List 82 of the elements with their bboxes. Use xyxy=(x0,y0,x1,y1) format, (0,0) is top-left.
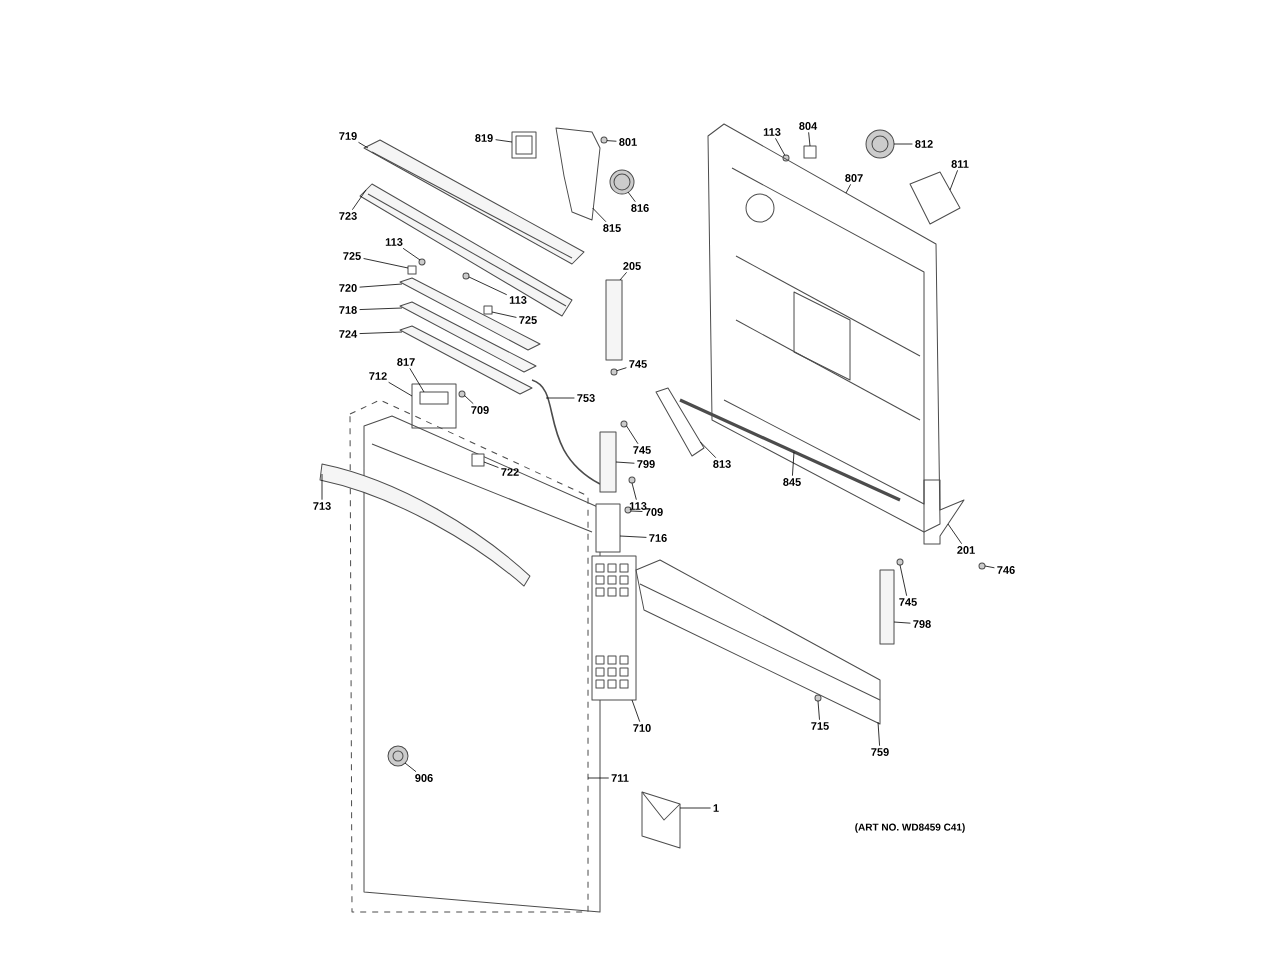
clip xyxy=(624,506,632,514)
cable xyxy=(531,379,601,485)
circuit-strip xyxy=(399,277,541,351)
leader-line xyxy=(631,482,637,501)
screw xyxy=(628,476,636,484)
circuit-strip xyxy=(399,325,533,395)
leader-line xyxy=(359,331,403,334)
display-window xyxy=(419,391,449,405)
leader-line xyxy=(679,807,711,809)
screw xyxy=(896,558,904,566)
leader-line xyxy=(587,777,610,779)
leader-line xyxy=(630,510,643,512)
leader-line xyxy=(947,523,963,545)
leader-line xyxy=(616,367,627,372)
leader-line xyxy=(404,762,417,773)
screw xyxy=(462,272,470,280)
hinge xyxy=(879,569,895,645)
leader-line xyxy=(359,283,403,288)
leader-line xyxy=(626,425,639,445)
leader-line xyxy=(792,451,795,477)
leader-line xyxy=(545,397,575,399)
leader-line xyxy=(619,535,647,538)
leader-line xyxy=(631,699,641,723)
leader-line xyxy=(359,307,403,310)
leader-line xyxy=(321,473,323,501)
leader-line xyxy=(464,395,474,405)
leader-line xyxy=(358,141,369,149)
kick-plate xyxy=(635,559,881,725)
leader-line xyxy=(949,169,958,191)
button xyxy=(483,305,493,315)
leader-line xyxy=(351,189,367,211)
bracket xyxy=(595,503,621,553)
leader-line xyxy=(893,143,913,145)
screw xyxy=(418,258,426,266)
leader-line xyxy=(899,564,908,597)
inner-door xyxy=(707,123,941,533)
leader-line xyxy=(808,131,811,147)
leader-line xyxy=(363,258,409,269)
leader-line xyxy=(984,565,995,569)
ring xyxy=(865,129,895,159)
clip xyxy=(803,145,817,159)
hinge xyxy=(923,479,965,545)
leader-line xyxy=(592,207,607,223)
gasket-strip xyxy=(679,398,901,502)
leader-line xyxy=(388,381,413,397)
leader-line xyxy=(817,700,820,721)
screw xyxy=(600,136,608,144)
screw xyxy=(814,694,822,702)
ring xyxy=(609,169,635,195)
leader-line xyxy=(775,137,786,156)
leader-line xyxy=(606,140,617,142)
leader-line xyxy=(402,247,421,261)
leader-line xyxy=(468,276,508,296)
hinge xyxy=(599,431,617,493)
button xyxy=(407,265,417,275)
clip xyxy=(458,390,466,398)
leader-line xyxy=(483,461,499,468)
leader-line xyxy=(615,461,635,464)
leader-line xyxy=(619,271,627,281)
leader-line xyxy=(495,139,513,143)
module xyxy=(909,171,961,225)
frame xyxy=(655,387,705,457)
leader-line xyxy=(700,441,717,459)
leader-line xyxy=(491,311,517,318)
leader-line xyxy=(845,183,852,194)
leader-line xyxy=(893,621,911,624)
screw xyxy=(620,420,628,428)
circuit-strip xyxy=(399,301,537,373)
clip xyxy=(471,453,485,467)
leader-line xyxy=(409,367,425,393)
screw xyxy=(610,368,618,376)
badge xyxy=(387,745,409,767)
control-panel xyxy=(363,139,585,265)
hinge xyxy=(605,279,623,361)
manual xyxy=(641,791,681,849)
screw xyxy=(782,154,790,162)
leader-line xyxy=(627,191,636,203)
door xyxy=(349,399,601,913)
bracket xyxy=(555,127,601,221)
leader-line xyxy=(877,721,880,747)
gasket xyxy=(511,131,537,159)
screw xyxy=(978,562,986,570)
